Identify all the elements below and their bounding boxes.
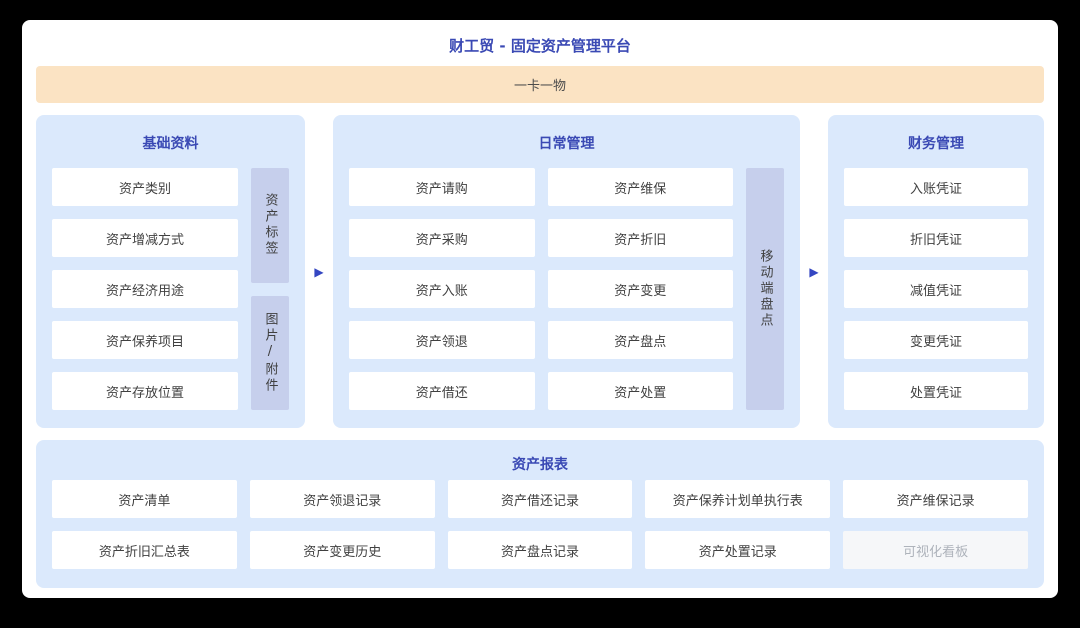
module-asset-maintenance[interactable]: 资产维保: [547, 168, 733, 206]
panel-basic-data: 基础资料 资产类别 资产增减方式 资产经济用途 资产保养项目 资产存放位置 资产…: [36, 115, 305, 428]
module-asset-procurement[interactable]: 资产采购: [349, 219, 535, 257]
module-mobile-inventory[interactable]: 移动端盘点: [746, 168, 784, 410]
report-issue-return-records[interactable]: 资产领退记录: [249, 480, 435, 518]
module-asset-maintenance-item[interactable]: 资产保养项目: [52, 321, 238, 359]
one-card-one-item-banner: 一卡一物: [36, 66, 1044, 103]
module-asset-storage-location[interactable]: 资产存放位置: [52, 372, 238, 410]
module-asset-borrow-return[interactable]: 资产借还: [349, 372, 535, 410]
page-title: 财工贸 - 固定资产管理平台: [449, 37, 631, 55]
module-asset-change-method[interactable]: 资产增减方式: [52, 219, 238, 257]
panel-finance-title: 财务管理: [908, 136, 964, 152]
flow-arrow-cell-2: ▶: [800, 115, 828, 428]
right-arrow-icon: ▶: [809, 264, 819, 279]
panel-reports-title: 资产报表: [512, 457, 568, 473]
report-disposal-records[interactable]: 资产处置记录: [645, 531, 831, 569]
panel-daily-title: 日常管理: [538, 136, 595, 152]
report-asset-list[interactable]: 资产清单: [52, 480, 237, 518]
module-asset-tag[interactable]: 资产标签: [251, 168, 289, 283]
module-asset-entry[interactable]: 资产入账: [349, 270, 535, 308]
panel-finance-management: 财务管理 入账凭证 折旧凭证 减值凭证 变更凭证 处置凭证: [828, 115, 1044, 428]
flow-arrow-cell-1: ▶: [305, 115, 333, 428]
panel-asset-reports: 资产报表 资产清单 资产领退记录 资产借还记录 资产保养计划单执行表 资产维保记…: [36, 440, 1044, 588]
report-maintenance-plan-execution[interactable]: 资产保养计划单执行表: [645, 480, 831, 518]
report-depreciation-summary[interactable]: 资产折旧汇总表: [52, 531, 237, 569]
module-asset-depreciation[interactable]: 资产折旧: [547, 219, 733, 257]
report-borrow-return-records[interactable]: 资产借还记录: [447, 480, 633, 518]
module-depreciation-voucher[interactable]: 折旧凭证: [844, 219, 1028, 257]
module-asset-requisition[interactable]: 资产请购: [349, 168, 535, 206]
module-disposal-voucher[interactable]: 处置凭证: [844, 372, 1028, 410]
module-asset-category[interactable]: 资产类别: [52, 168, 238, 206]
banner-label: 一卡一物: [513, 79, 566, 94]
report-change-history[interactable]: 资产变更历史: [249, 531, 435, 569]
panel-basic-title: 基础资料: [142, 136, 199, 152]
right-arrow-icon: ▶: [314, 264, 324, 279]
panel-daily-management: 日常管理 资产请购 资产采购 资产入账 资产领退 资产借还 资产维保 资产折旧 …: [333, 115, 800, 428]
report-inventory-records[interactable]: 资产盘点记录: [447, 531, 633, 569]
module-entry-voucher[interactable]: 入账凭证: [844, 168, 1028, 206]
report-visual-dashboard: 可视化看板: [843, 531, 1028, 569]
module-asset-economic-use[interactable]: 资产经济用途: [52, 270, 238, 308]
module-image-attachment[interactable]: 图片/附件: [251, 295, 289, 410]
module-asset-issue-return[interactable]: 资产领退: [349, 321, 535, 359]
module-change-voucher[interactable]: 变更凭证: [844, 321, 1028, 359]
module-asset-change[interactable]: 资产变更: [547, 270, 733, 308]
module-impairment-voucher[interactable]: 减值凭证: [844, 270, 1028, 308]
main-row: 基础资料 资产类别 资产增减方式 资产经济用途 资产保养项目 资产存放位置 资产…: [36, 115, 1044, 428]
module-asset-disposal[interactable]: 资产处置: [547, 372, 733, 410]
report-maintenance-records[interactable]: 资产维保记录: [843, 480, 1028, 518]
module-asset-inventory[interactable]: 资产盘点: [547, 321, 733, 359]
platform-card: 财工贸 - 固定资产管理平台 一卡一物 基础资料 资产类别 资产增减方式 资产经…: [22, 20, 1058, 598]
